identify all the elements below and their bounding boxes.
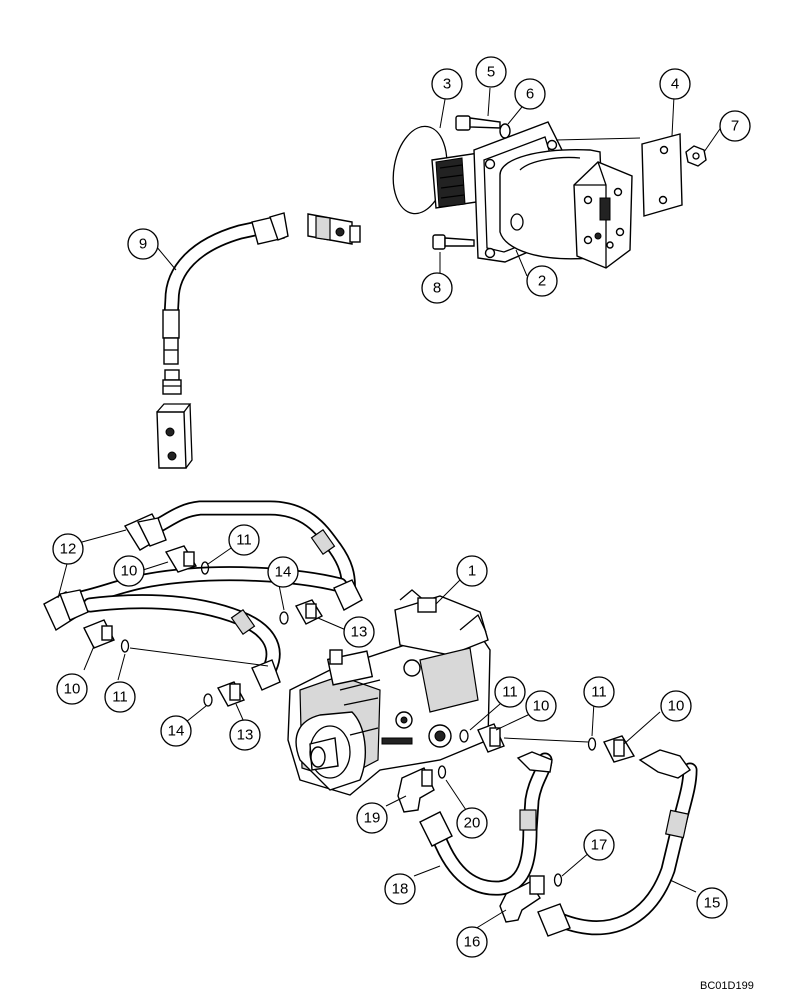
svg-text:10: 10 <box>668 698 685 715</box>
cover-plate <box>641 133 683 217</box>
svg-text:8: 8 <box>433 280 441 297</box>
callout-13-bottom: 13 <box>229 719 261 751</box>
hydrostatic-pump <box>287 589 491 796</box>
callout-16: 16 <box>456 926 488 958</box>
callout-9: 9 <box>127 228 159 260</box>
callout-4: 4 <box>659 68 691 100</box>
svg-text:15: 15 <box>704 895 721 912</box>
callout-11-left: 11 <box>104 681 136 713</box>
svg-text:13: 13 <box>351 624 368 641</box>
callout-18: 18 <box>384 873 416 905</box>
svg-text:13: 13 <box>237 727 254 744</box>
hose-18 <box>419 751 553 896</box>
callout-14-top: 14 <box>267 556 299 588</box>
case-drain-hose-assembly <box>156 212 361 469</box>
check-valve-fitting <box>307 213 361 245</box>
callout-3: 3 <box>431 68 463 100</box>
callout-11-right: 11 <box>583 676 615 708</box>
callout-19: 19 <box>356 802 388 834</box>
washer <box>499 123 511 139</box>
svg-text:11: 11 <box>112 689 128 706</box>
callout-7: 7 <box>719 110 751 142</box>
hose-15 <box>537 749 698 937</box>
svg-text:7: 7 <box>731 118 739 135</box>
svg-text:10: 10 <box>64 681 81 698</box>
svg-text:6: 6 <box>526 86 534 103</box>
svg-text:17: 17 <box>591 837 608 854</box>
callout-12: 12 <box>52 533 84 565</box>
callout-10-top: 10 <box>113 555 145 587</box>
svg-text:1: 1 <box>468 563 476 580</box>
flange-bolt-top <box>455 115 501 131</box>
svg-text:19: 19 <box>364 810 381 827</box>
svg-text:18: 18 <box>392 881 409 898</box>
svg-text:10: 10 <box>533 698 550 715</box>
adapter-fitting <box>162 369 182 395</box>
callout-10-left: 10 <box>56 673 88 705</box>
svg-text:5: 5 <box>487 64 495 81</box>
callout-5: 5 <box>475 56 507 88</box>
elbow-fitting-16 <box>499 873 563 923</box>
svg-text:20: 20 <box>464 815 481 832</box>
callout-11-mid: 11 <box>494 676 526 708</box>
callout-6: 6 <box>514 78 546 110</box>
svg-text:14: 14 <box>168 723 185 740</box>
callout-11-top: 11 <box>228 524 260 556</box>
callout-10-right: 10 <box>660 690 692 722</box>
callout-15: 15 <box>696 887 728 919</box>
callout-14-bottom: 14 <box>160 715 192 747</box>
callout-20: 20 <box>456 807 488 839</box>
callout-17: 17 <box>583 829 615 861</box>
callout-1: 1 <box>456 555 488 587</box>
svg-text:11: 11 <box>502 684 518 701</box>
loop-hoses <box>43 500 363 691</box>
svg-text:4: 4 <box>671 76 679 93</box>
svg-text:10: 10 <box>121 563 138 580</box>
callout-13-top: 13 <box>343 616 375 648</box>
reference-code: BC01D199 <box>700 980 754 992</box>
tee-block <box>156 403 193 469</box>
callout-8: 8 <box>421 272 453 304</box>
svg-text:9: 9 <box>139 236 147 253</box>
svg-text:16: 16 <box>464 934 481 951</box>
svg-text:12: 12 <box>60 541 77 558</box>
hex-nut <box>685 145 707 167</box>
pump-fittings <box>83 545 636 813</box>
svg-text:14: 14 <box>275 564 292 581</box>
svg-text:11: 11 <box>236 532 252 549</box>
drive-motor-assembly <box>392 115 707 269</box>
callout-2: 2 <box>526 265 558 297</box>
callout-10-mid: 10 <box>525 690 557 722</box>
flange-bolt-bottom <box>432 234 475 250</box>
svg-text:11: 11 <box>591 684 607 701</box>
svg-text:3: 3 <box>443 76 451 93</box>
svg-text:2: 2 <box>538 273 546 290</box>
leader-lines <box>57 87 723 933</box>
